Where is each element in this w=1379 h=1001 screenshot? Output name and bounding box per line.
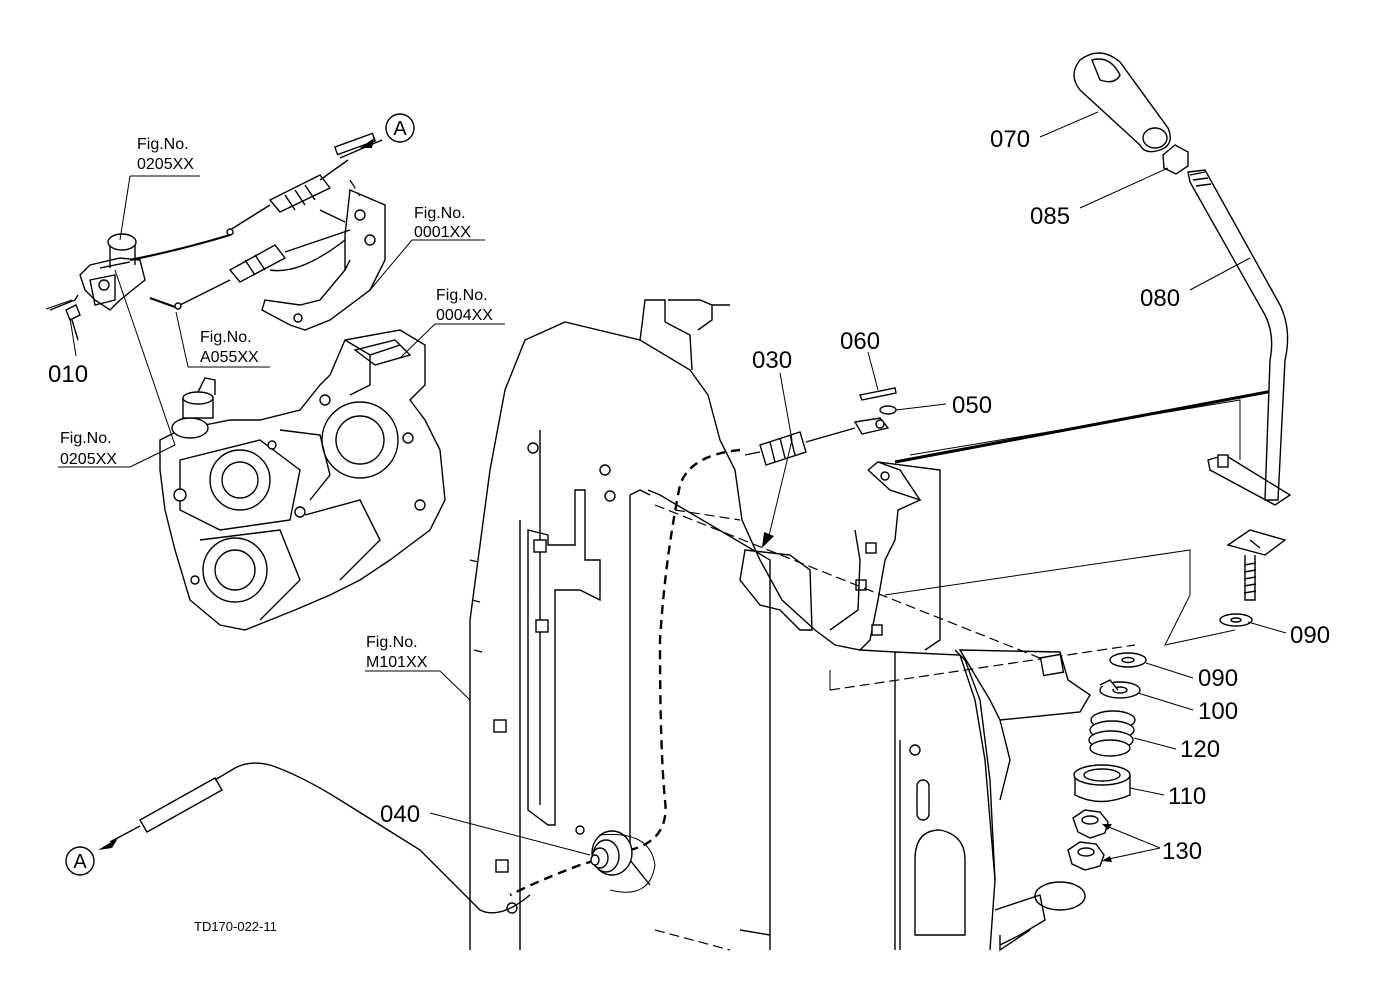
part-number: 040 — [380, 801, 420, 828]
fig-ref-caption: Fig.No. — [436, 287, 488, 304]
cable-030 — [744, 387, 897, 466]
fig-ref-number: 0004XX — [436, 307, 493, 324]
fig-ref-caption: Fig.No. — [414, 205, 466, 222]
fig-ref-caption: Fig.No. — [60, 430, 112, 447]
fig-ref-caption: Fig.No. — [137, 136, 189, 153]
throttle-cables — [129, 132, 386, 331]
part-number: 010 — [48, 361, 88, 388]
part-number: 130 — [1162, 838, 1202, 865]
shift-lever — [1073, 52, 1292, 627]
fig-ref-number: A055XX — [200, 349, 259, 366]
frame-panel — [469, 299, 896, 951]
pulley-040 — [590, 830, 656, 893]
fig-ref-caption: Fig.No. — [200, 329, 252, 346]
cable-lower — [98, 762, 531, 914]
connector-label-bottom: A — [73, 851, 87, 873]
governor-assembly — [49, 233, 146, 341]
cable-route — [509, 448, 741, 897]
connector-label-top: A — [393, 118, 407, 140]
leader-lines — [45, 111, 1287, 862]
part-number: 085 — [1030, 203, 1070, 230]
fig-ref-number: 0205XX — [137, 156, 194, 173]
part-number: 090 — [1290, 622, 1330, 649]
part-number: 080 — [1140, 285, 1180, 312]
part-number: 060 — [840, 328, 880, 355]
part-number: 090 — [1198, 665, 1238, 692]
transmission-housing — [159, 329, 446, 631]
part-number: 050 — [952, 392, 992, 419]
part-number: 070 — [990, 126, 1030, 153]
figure-code: TD170-022-11 — [194, 919, 277, 934]
connector-a-bottom: A — [65, 846, 95, 876]
connector-a-top: A — [385, 113, 415, 143]
fig-ref-caption: Fig.No. — [366, 634, 418, 651]
part-number: 120 — [1180, 736, 1220, 763]
stack-parts — [1067, 652, 1147, 871]
fig-ref-number: M101XX — [366, 654, 428, 671]
fig-ref-number: 0205XX — [60, 451, 117, 468]
part-number: 030 — [752, 347, 792, 374]
part-number: 100 — [1198, 698, 1238, 725]
part-number: 110 — [1168, 783, 1206, 810]
right-frame — [654, 461, 1236, 952]
fig-ref-number: 0001XX — [414, 224, 471, 241]
